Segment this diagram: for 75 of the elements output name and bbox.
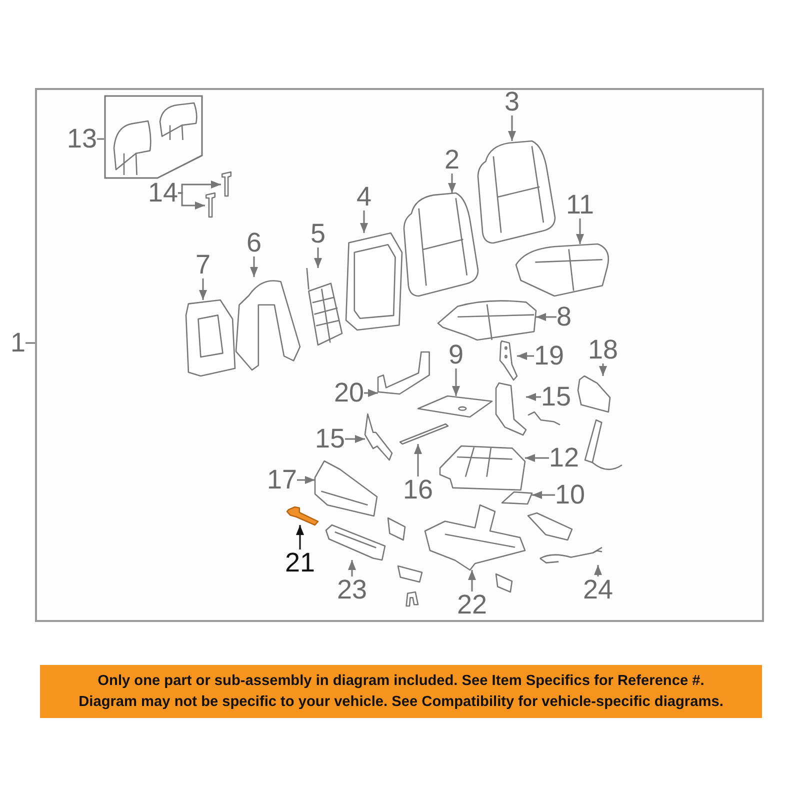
callout-number: 11 (566, 192, 594, 218)
lumbar-support-drawing (305, 268, 342, 345)
callout-number: 6 (246, 230, 262, 256)
callout-number: 20 (334, 380, 364, 406)
callout-number: 16 (402, 476, 434, 504)
rod-drawing (400, 424, 448, 444)
callout-number: 9 (448, 342, 464, 368)
cover-drawing (578, 376, 610, 412)
side-cover-drawing (496, 383, 526, 435)
pin-drawing (221, 172, 232, 197)
leader-line (360, 210, 368, 233)
leader-line (576, 218, 584, 244)
leader-line (296, 525, 304, 550)
seat-cushion-drawing (516, 244, 612, 296)
leader-line (345, 435, 365, 443)
callout-number: 18 (588, 336, 618, 364)
seat-adjuster-drawing (425, 505, 525, 570)
callout-number: 3 (504, 88, 520, 116)
callout-number: 21 (284, 550, 316, 576)
leader-line (297, 476, 315, 484)
bracket-drawing (500, 341, 517, 380)
callout-number: 17 (266, 466, 298, 494)
frame-drawing (236, 277, 300, 370)
headrest-outline (104, 95, 203, 179)
notice-text: Only one part or sub-assembly in diagram included. See Item Specifics for Reference #. (98, 672, 704, 690)
handle-drawing (326, 525, 385, 560)
leader-line (314, 248, 322, 268)
callout-number: 8 (556, 304, 572, 330)
leader-line (508, 116, 516, 141)
side-cover-drawing (365, 414, 392, 460)
leader-line (532, 491, 555, 499)
callout-number: 5 (310, 220, 326, 248)
diagram-frame (35, 88, 764, 622)
callout-number: 4 (356, 184, 372, 210)
leader-line (348, 560, 356, 576)
seat-back-drawing (404, 193, 478, 296)
seat-back-drawing (478, 141, 555, 243)
callout-number: 22 (456, 592, 488, 618)
leader-line (199, 278, 207, 300)
leader-line (468, 570, 476, 592)
trim-panel-drawing (186, 300, 235, 376)
leader-line (536, 313, 556, 321)
lever-drawing (287, 507, 318, 525)
leader-line (452, 368, 460, 396)
pin-drawing (205, 193, 216, 218)
seat-cushion-drawing (438, 298, 536, 340)
leader-line (97, 138, 104, 140)
leader-line (250, 256, 258, 277)
leader-line (364, 389, 378, 397)
callout-number: 10 (554, 482, 586, 508)
callout-number: 15 (540, 384, 572, 410)
callout-number: 19 (534, 342, 564, 370)
plate-drawing (418, 396, 492, 417)
callout-number: 7 (195, 252, 211, 278)
callout-number: 2 (444, 146, 460, 174)
leader-line (178, 192, 205, 210)
leader-line (517, 352, 534, 360)
notice-text: Diagram may not be specific to your vehicle. See Compatibility for vehicle-specific diagrams. (78, 692, 724, 712)
leader-line (448, 174, 456, 193)
leader-line (594, 565, 602, 576)
back-panel-drawing (346, 233, 402, 330)
bracket-drawing (378, 352, 432, 394)
callout-number: 24 (582, 576, 614, 604)
leader-line (526, 393, 541, 401)
leader-line (599, 364, 607, 376)
leader-line (414, 444, 422, 476)
callout-number: 14 (148, 180, 178, 206)
callout-number: 13 (66, 126, 98, 152)
leader-line (525, 454, 549, 462)
callout-number: 15 (314, 426, 346, 452)
leader-line (26, 342, 35, 344)
side-shield-drawing (315, 461, 377, 516)
callout-number: 1 (10, 330, 26, 356)
callout-number: 23 (336, 576, 368, 604)
callout-number: 12 (548, 444, 580, 472)
